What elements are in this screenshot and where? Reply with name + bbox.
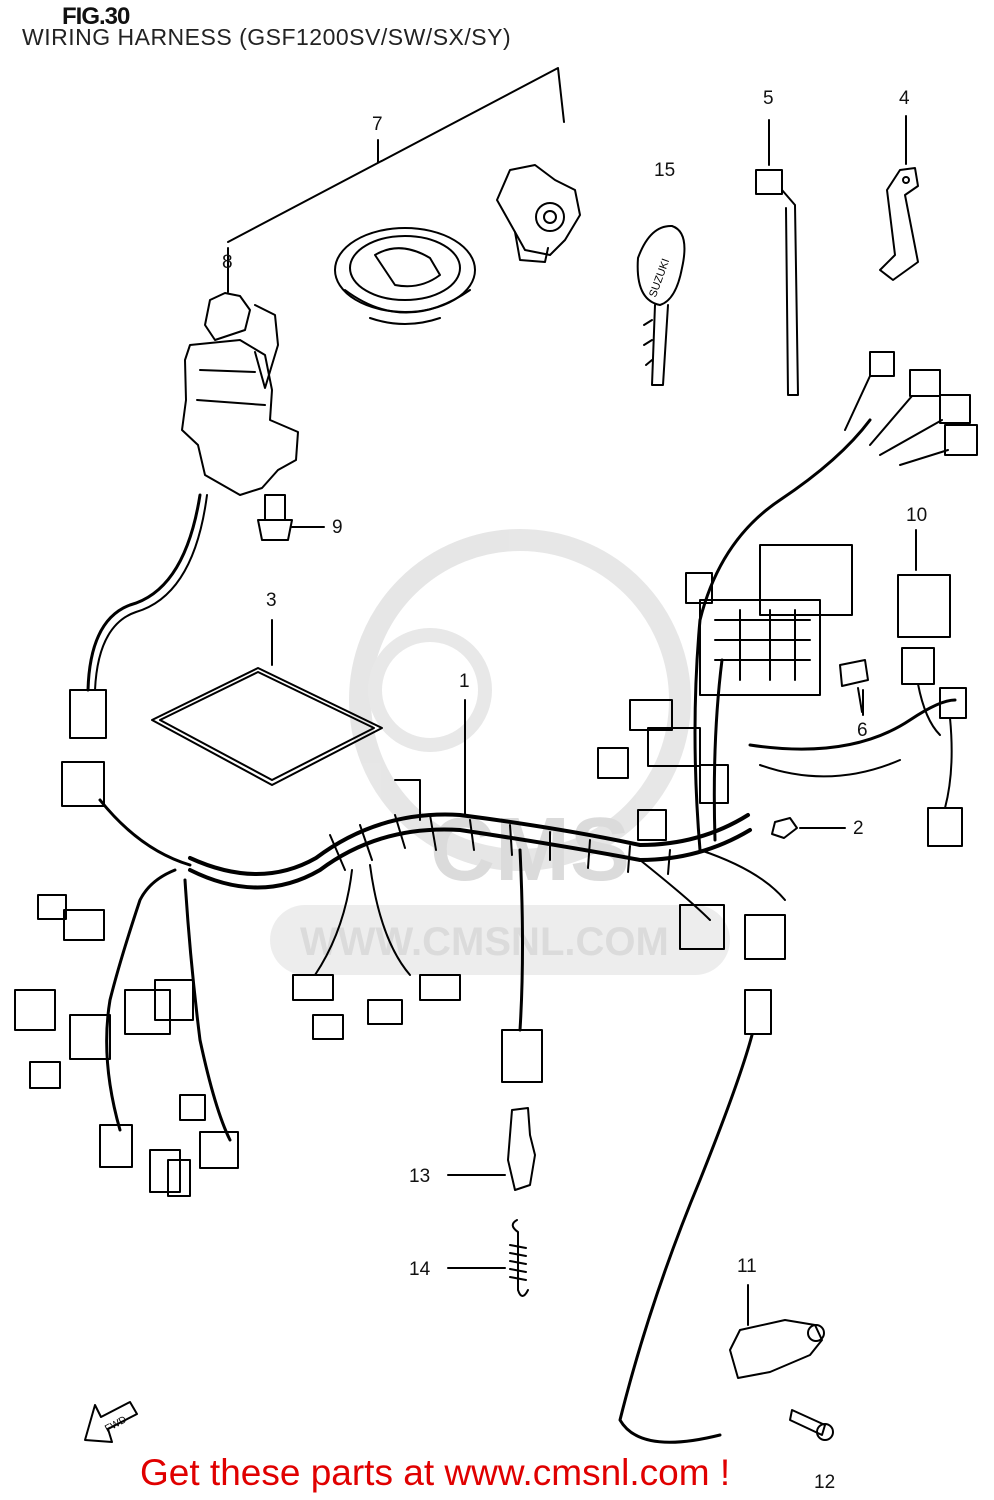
callout-4: 4 [899,88,910,109]
right-harness-fusebox [597,351,978,960]
clamp-part [879,115,919,281]
fwd-label: FWD [103,1414,128,1434]
figure-subtitle: WIRING HARNESS (GSF1200SV/SW/SX/SY) [22,24,512,50]
bolt-6 [839,659,869,716]
callout-11: 11 [737,1256,757,1277]
switch-13 [447,1107,536,1191]
screw-12 [789,1409,834,1441]
leader-7 [227,67,565,243]
callout-12: 12 [814,1472,835,1493]
key-part [636,224,686,386]
side-stand-switch [618,989,825,1444]
ignition-switch-part [181,247,299,496]
callout-1: 1 [459,671,470,692]
bolt-9 [257,494,325,541]
main-harness-part [188,699,786,1083]
callout-5: 5 [763,88,774,109]
footer-link[interactable]: Get these parts at www.cmsnl.com ! [140,1452,731,1493]
fwd-arrow [84,1401,138,1443]
callout-15: 15 [654,160,675,181]
key-brand-label: SUZUKI [647,257,672,299]
relay-part [897,529,951,736]
callout-7: 7 [372,114,383,135]
callout-3: 3 [266,590,277,611]
fuel-cap-part [334,227,476,325]
watermark: CMS WWW.CMSNL.COM [270,529,730,975]
watermark-url: WWW.CMSNL.COM [300,920,669,964]
figure-title: FIG.30 [62,3,130,30]
callout-9: 9 [332,517,343,538]
leader-2 [771,817,846,839]
spring-14 [447,1219,529,1297]
cable-tie-part [755,119,799,396]
callout-6: 6 [857,720,868,741]
seat-lock-part [496,164,581,263]
callout-10: 10 [906,505,927,526]
centre-connectors [292,974,461,1040]
callout-14: 14 [409,1259,431,1280]
plate-part [151,619,383,786]
left-harness-bundle [14,761,239,1197]
callout-13: 13 [409,1166,430,1187]
callout-2: 2 [853,818,864,839]
callout-8: 8 [222,252,233,273]
